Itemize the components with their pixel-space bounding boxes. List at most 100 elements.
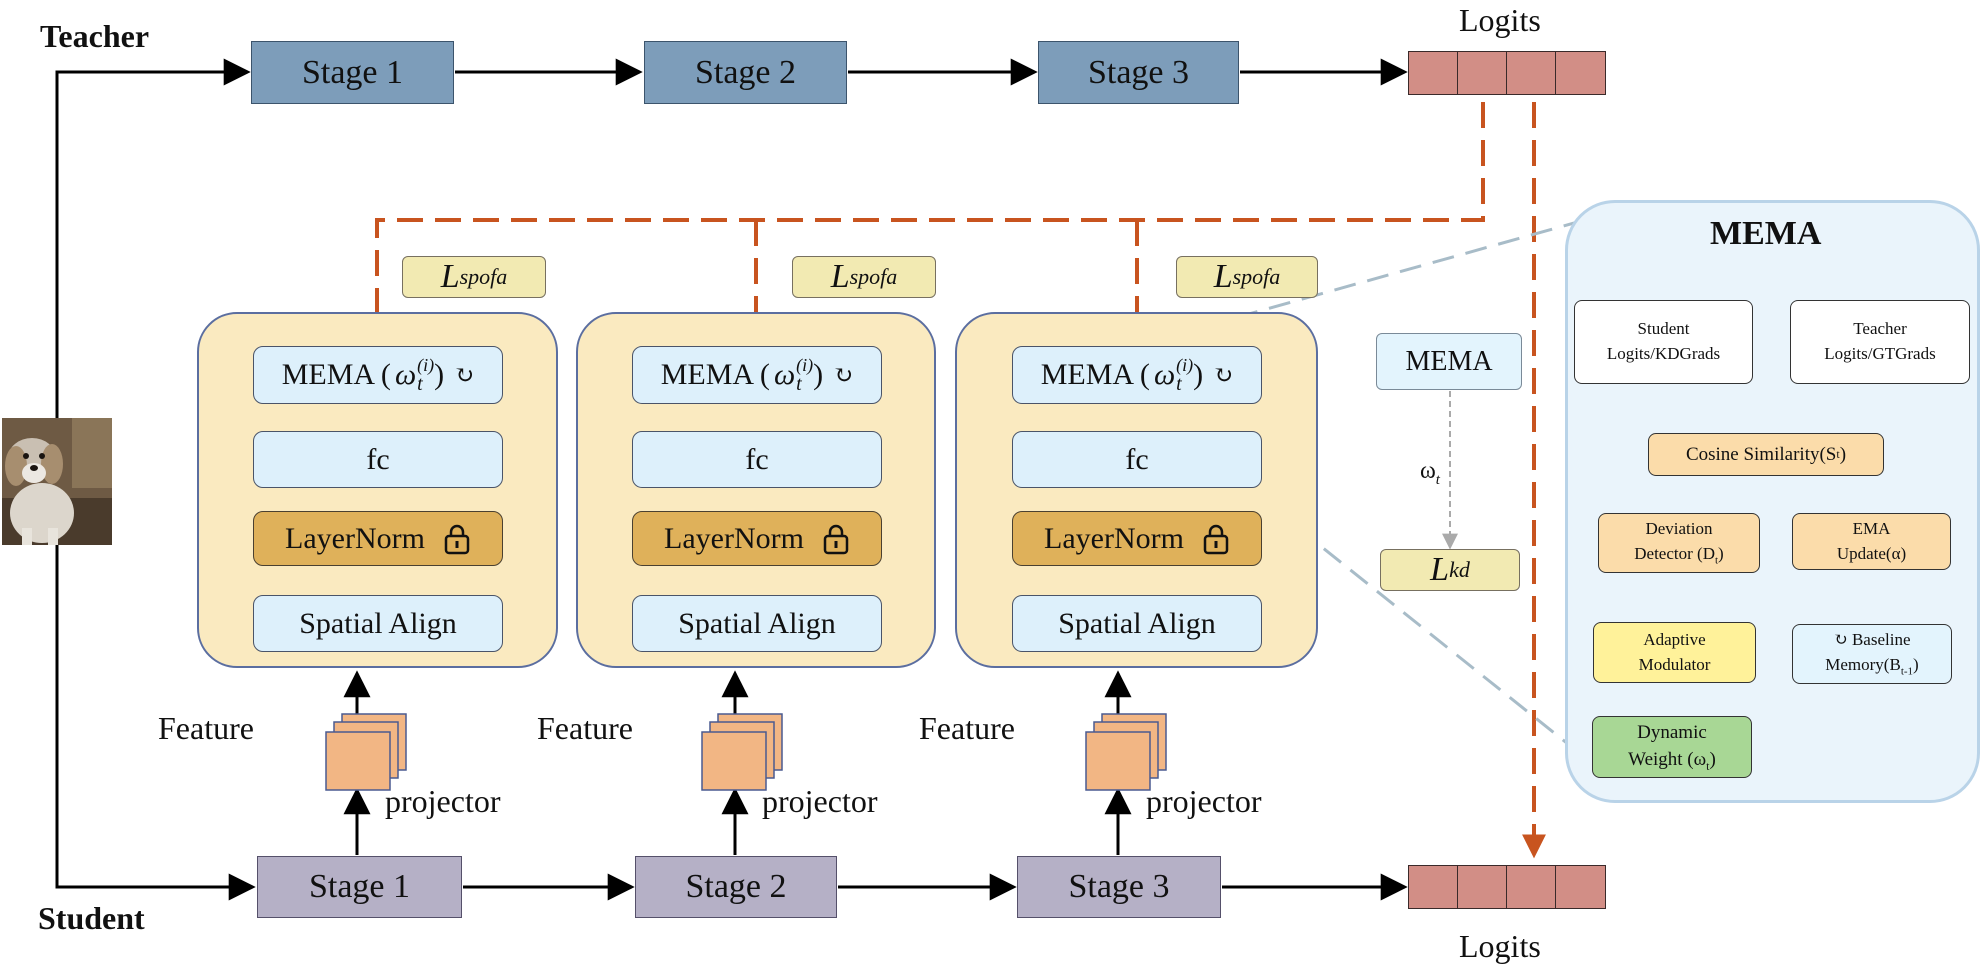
center-mema-box: MEMA — [1376, 333, 1522, 390]
layernorm-label: LayerNorm — [285, 521, 425, 555]
baseline-line2-end: ) — [1913, 654, 1919, 674]
teacher-label: Teacher — [40, 18, 150, 54]
spatial-align-block-2: Spatial Align — [632, 595, 882, 652]
teacher-stage-3: Stage 3 — [1038, 41, 1239, 104]
dog-photo — [2, 418, 112, 545]
mema-block-3: MEMA (ω(i)t)↻ — [1012, 346, 1262, 404]
teacher-stage-1: Stage 1 — [251, 41, 454, 104]
loss-sub: spofa — [1232, 264, 1281, 289]
dynamic-line1: Dynamic — [1637, 721, 1707, 743]
omega-sub: t — [1435, 471, 1440, 488]
mema-sup: (i) — [417, 355, 435, 375]
mema-sup: (i) — [1176, 355, 1194, 375]
mema-suffix: ) — [1193, 358, 1204, 391]
mema-prefix: MEMA ( — [660, 358, 770, 391]
lock-icon — [823, 524, 849, 554]
baseline-line2-main: Memory(B — [1825, 654, 1901, 674]
mema-omega: ω — [1153, 358, 1176, 391]
dynamic-line2-end: ) — [1709, 749, 1716, 771]
projector-label-1: projector — [385, 783, 501, 819]
mema-sub: t — [796, 373, 802, 395]
feature-stack-1 — [325, 713, 407, 791]
student-stage-3: Stage 3 — [1017, 856, 1221, 918]
logits-top-label: Logits — [1459, 2, 1541, 38]
student-line2: Logits/KDGrads — [1606, 344, 1721, 363]
teacher-logits-vector — [1408, 51, 1606, 95]
loss-main: L — [440, 258, 460, 295]
mema-sub: t — [1176, 373, 1182, 395]
cosine-sub: t — [1836, 446, 1840, 461]
mema-suffix: ) — [813, 358, 824, 391]
mema-sub: t — [417, 373, 423, 395]
cosine-main: Cosine Similarity(S — [1685, 443, 1837, 465]
loss-sub: spofa — [849, 264, 898, 289]
baseline-line2-sub: t-1 — [1900, 665, 1914, 678]
cosine-end: ) — [1839, 443, 1847, 465]
lkd-main: L — [1430, 551, 1450, 588]
student-pipeline-arrows — [55, 545, 1408, 901]
logits-bottom-label: Logits — [1459, 928, 1541, 964]
student-line1: Student — [1637, 319, 1690, 339]
deviation-line2-sub: t — [1714, 554, 1719, 567]
deviation-line2-end: ) — [1718, 543, 1724, 563]
mema-suffix: ) — [434, 358, 445, 391]
mema-prefix: MEMA ( — [1040, 358, 1150, 391]
mema-block-1: MEMA (ω(i)t) ↻ — [253, 346, 503, 404]
mema-block-2: MEMA (ω(i)t)↻ — [632, 346, 882, 404]
logit-dashed-arrows — [365, 102, 1546, 859]
fc-block-3: fc — [1012, 431, 1262, 488]
layernorm-block-1: LayerNorm — [253, 511, 503, 566]
fc-block-1: fc — [253, 431, 503, 488]
teacher-stage-2: Stage 2 — [644, 41, 847, 104]
teacher-pipeline-arrows — [55, 58, 1408, 418]
lock-icon — [1203, 524, 1229, 554]
feature-label-3: Feature — [919, 710, 1015, 746]
loss-main: L — [830, 258, 850, 295]
teacher-line2: Logits/GTGrads — [1824, 344, 1936, 363]
loss-sub: spofa — [459, 264, 508, 289]
deviation-line1: Deviation — [1645, 519, 1713, 539]
student-label: Student — [38, 900, 145, 936]
mema-detail-panel — [1565, 200, 1980, 803]
refresh-icon: ↻ — [454, 362, 475, 389]
feature-label-1: Feature — [158, 710, 254, 746]
layernorm-block-2: LayerNorm — [632, 511, 882, 566]
layernorm-label: LayerNorm — [1044, 521, 1184, 555]
mema-panel-title: MEMA — [1710, 215, 1822, 252]
input-image — [2, 418, 112, 545]
fc-block-2: fc — [632, 431, 882, 488]
center-omega-label: ωt — [1420, 458, 1440, 489]
mema-omega: ω — [394, 358, 417, 391]
teacher-line1: Teacher — [1853, 319, 1907, 339]
student-stage-2: Stage 2 — [635, 856, 837, 918]
layernorm-block-3: LayerNorm — [1012, 511, 1262, 566]
student-stage-1: Stage 1 — [257, 856, 462, 918]
lock-icon — [444, 524, 470, 554]
projector-label-3: projector — [1146, 783, 1262, 819]
ema-line2: Update(α) — [1836, 543, 1907, 563]
baseline-line1: ↻ Baseline — [1833, 630, 1911, 650]
mema-omega: ω — [773, 358, 796, 391]
adaptive-line2: Modulator — [1638, 654, 1711, 674]
feature-label-2: Feature — [537, 710, 633, 746]
dynamic-line2-main: Weight (ω — [1628, 749, 1707, 771]
layernorm-label: LayerNorm — [664, 521, 804, 555]
ema-line1: EMA — [1852, 518, 1891, 538]
feature-stack-3 — [1085, 713, 1167, 791]
refresh-icon: ↻ — [833, 362, 854, 389]
adaptive-line1: Adaptive — [1643, 629, 1706, 649]
lkd-sub: kd — [1449, 557, 1470, 582]
mema-prefix: MEMA ( — [281, 358, 391, 391]
